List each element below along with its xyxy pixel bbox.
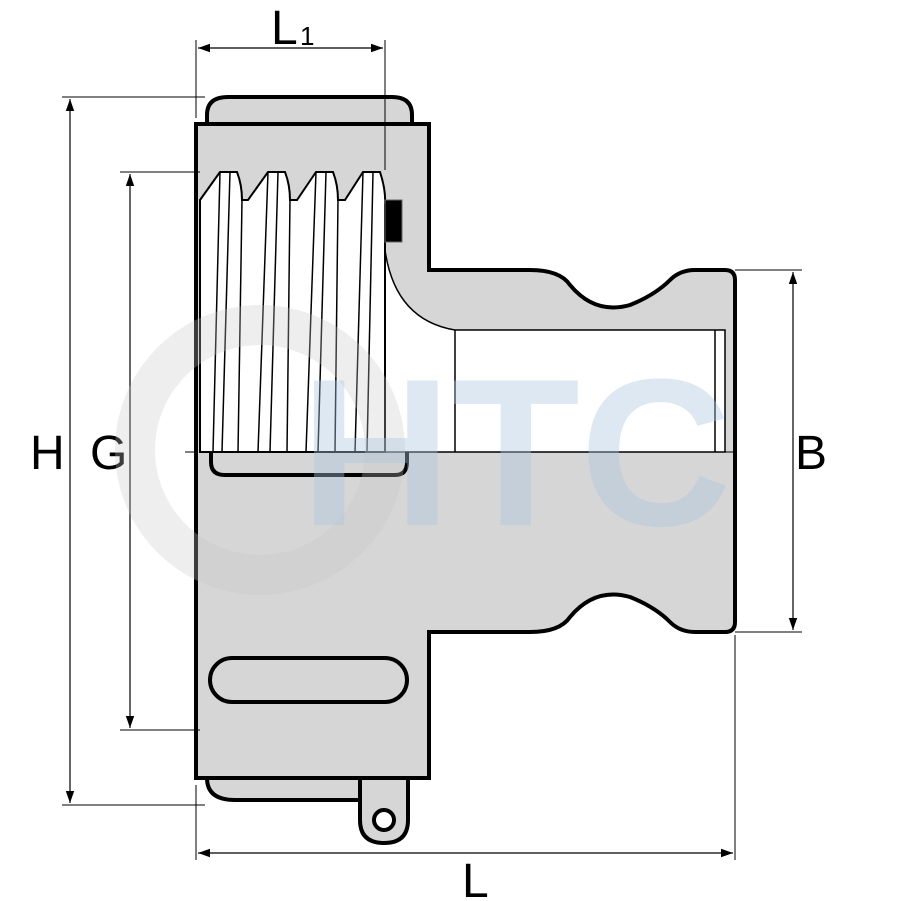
lug-hole (372, 808, 396, 832)
top-cap (205, 95, 414, 124)
body-slot (208, 656, 409, 704)
label-L1-subscript: 1 (300, 21, 314, 51)
label-L1: L (271, 2, 298, 55)
seal-gasket (384, 199, 403, 243)
label-B: B (795, 427, 827, 480)
label-H: H (30, 427, 65, 480)
bottom-cap (205, 777, 362, 802)
bore-section (384, 249, 726, 453)
extension-lines (62, 40, 802, 860)
thread-section (199, 171, 409, 477)
label-G: G (90, 427, 127, 480)
label-L: L (462, 855, 489, 901)
